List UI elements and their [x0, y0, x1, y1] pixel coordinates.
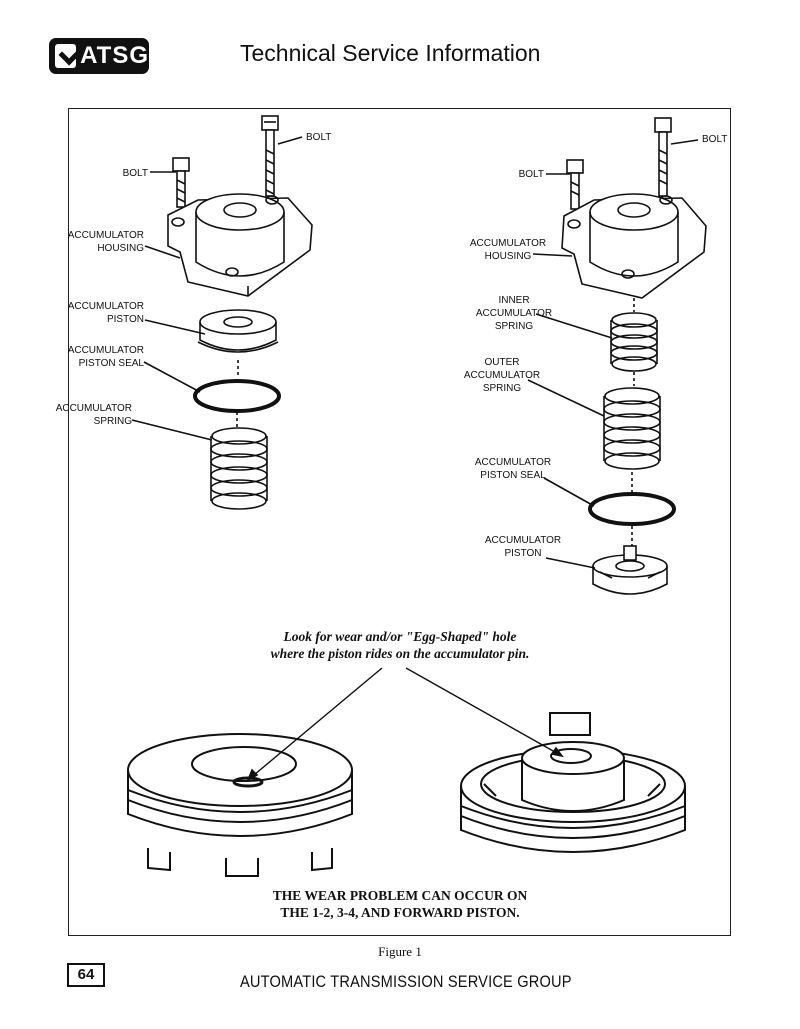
inspection-note: Look for wear and/or "Egg-Shaped" hole w… — [270, 629, 530, 661]
left-spring-icon — [210, 427, 268, 510]
left-piston-seal-label: ACCUMULATOR PISTON SEAL — [67, 345, 144, 369]
wear-caption: THE WEAR PROBLEM CAN OCCUR ON THE 1-2, 3… — [272, 888, 528, 920]
page-number: 64 — [67, 963, 105, 987]
left-bolt-top-icon — [261, 115, 279, 197]
left-bolt-top-label: BOLT — [306, 132, 332, 143]
right-housing-icon — [561, 193, 707, 299]
right-bolt-icon — [566, 159, 584, 210]
figure-label: Figure 1 — [378, 944, 422, 959]
right-seal-icon — [588, 492, 676, 526]
left-assembly — [131, 115, 313, 510]
right-outer-spring-label: OUTER ACCUMULATOR SPRING — [463, 357, 541, 394]
right-bolt-label: BOLT — [518, 169, 544, 180]
right-piston-seal-label: ACCUMULATOR PISTON SEAL — [474, 457, 552, 481]
right-inner-spring-label: INNER ACCUMULATOR SPRING — [475, 295, 553, 332]
right-housing-label: ACCUMULATOR HOUSING — [469, 238, 547, 262]
page-title: Technical Service Information — [240, 40, 541, 66]
figure-frame — [68, 108, 731, 936]
right-piston-icon — [592, 545, 668, 595]
right-bolt-top-icon — [654, 117, 672, 197]
right-piston-detail-icon — [460, 712, 686, 853]
left-housing-icon — [167, 193, 313, 297]
right-outer-spring-icon — [603, 387, 661, 470]
left-piston-detail-icon — [127, 733, 353, 877]
left-spring-label: ACCUMULATOR SPRING — [55, 403, 132, 427]
logo-text: ATSG — [80, 42, 149, 69]
checkmark-icon — [55, 44, 77, 68]
left-piston-icon — [197, 309, 279, 378]
right-bolt-top-label: BOLT — [702, 134, 728, 145]
left-seal-icon — [193, 379, 281, 413]
right-inner-spring-icon — [610, 312, 658, 372]
left-bolt-label: BOLT — [122, 168, 148, 179]
left-bolt-icon — [172, 157, 190, 208]
right-piston-label: ACCUMULATOR PISTON — [484, 535, 562, 559]
left-piston-label: ACCUMULATOR PISTON — [67, 301, 144, 325]
left-housing-label: ACCUMULATOR HOUSING — [67, 230, 144, 254]
atsg-logo: ATSG — [49, 38, 149, 74]
footer-org-name: AUTOMATIC TRANSMISSION SERVICE GROUP — [240, 972, 572, 991]
right-assembly — [527, 117, 707, 595]
